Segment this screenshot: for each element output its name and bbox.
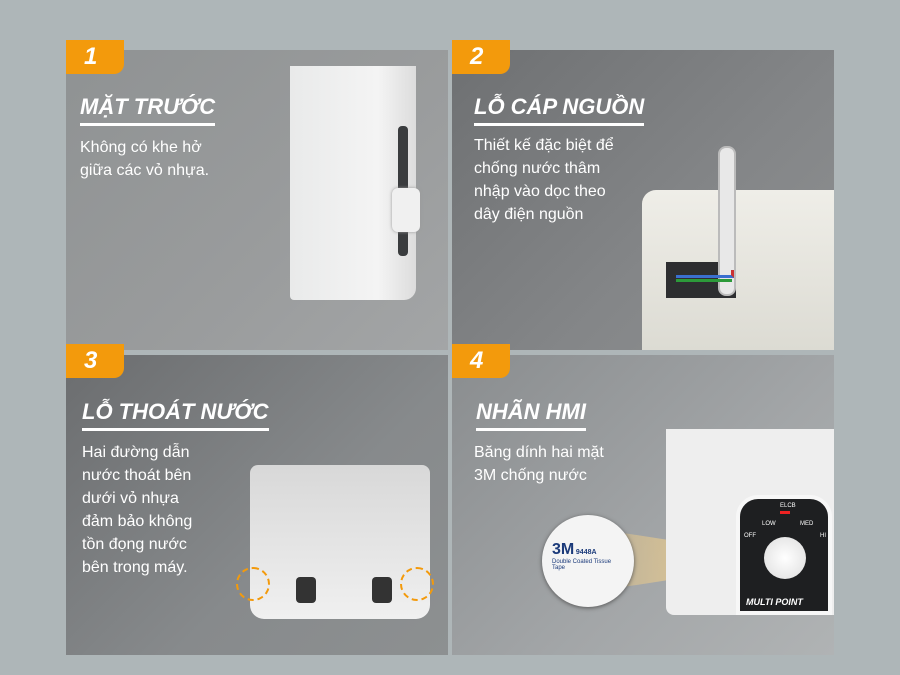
3m-tape-sticker: 3M 9448A Double Coated Tissue Tape	[542, 515, 634, 607]
step-badge-4: 4	[452, 344, 510, 378]
step-badge-2: 2	[452, 40, 510, 74]
panel-drain-hole: LỖ THOÁT NƯỚC Hai đường dẫn nước thoát b…	[66, 355, 448, 655]
off-label: OFF	[744, 533, 756, 539]
panel-description: Thiết kế đặc biệt để chống nước thâm nhậ…	[474, 137, 614, 223]
sticker-text: Double Coated Tissue Tape	[552, 559, 612, 571]
hmi-control-panel: ELCB LOW MED OFF HI MULTI POINT	[736, 495, 832, 615]
heater-panel-image: ELCB LOW MED OFF HI MULTI POINT	[666, 429, 834, 615]
sticker-logo: 3M	[552, 541, 575, 558]
temperature-knob[interactable]	[764, 537, 806, 579]
low-label: LOW	[762, 521, 776, 527]
panel-title: NHÃN HMI	[476, 399, 586, 431]
panel-front: MẶT TRƯỚC Không có khe hở giữa các vỏ nh…	[66, 50, 448, 350]
panel-hmi-label: NHÃN HMI Băng dính hai mặt 3M chống nước…	[452, 355, 834, 655]
heater-front-image	[290, 66, 420, 300]
panel-title: LỖ THOÁT NƯỚC	[82, 399, 269, 431]
panel-title: LỖ CÁP NGUỒN	[474, 94, 645, 126]
sticker-code: 9448A	[575, 549, 597, 556]
cable-hole-image	[642, 146, 834, 350]
panel-description: Hai đường dẫn nước thoát bên dưới vỏ nhự…	[82, 444, 193, 576]
elcb-label: ELCB	[780, 503, 796, 509]
panel-description: Băng dính hai mặt 3M chống nước	[474, 444, 604, 484]
drain-highlight-left	[236, 567, 270, 601]
brand-label: MULTI POINT	[746, 597, 803, 607]
heater-bottom-image	[250, 465, 430, 619]
med-label: MED	[800, 521, 814, 527]
step-badge-3: 3	[66, 344, 124, 378]
panel-description: Không có khe hở giữa các vỏ nhựa.	[80, 139, 210, 179]
step-badge-1: 1	[66, 40, 124, 74]
panel-title: MẶT TRƯỚC	[80, 94, 216, 126]
panel-cable-hole: LỖ CÁP NGUỒN Thiết kế đặc biệt để chống …	[452, 50, 834, 350]
drain-highlight-right	[400, 567, 434, 601]
hi-label: HI	[820, 533, 826, 539]
